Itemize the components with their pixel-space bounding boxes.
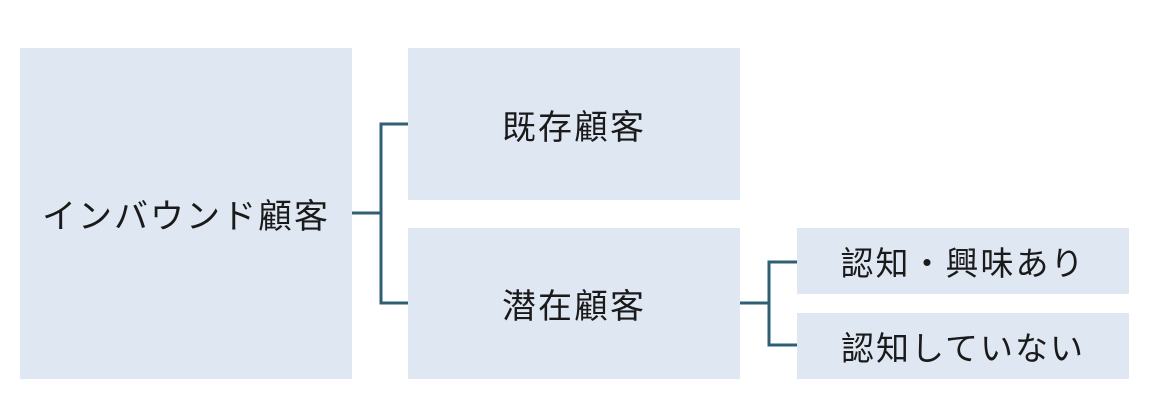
- node-aware-label: 認知・興味あり: [840, 244, 1086, 283]
- connector-potential-to-aware: [740, 260, 797, 305]
- node-potential-label: 潜在顧客: [502, 287, 646, 327]
- connector-potential-to-unaware: [767, 303, 797, 347]
- node-existing-label: 既存顧客: [502, 107, 646, 148]
- node-existing-customers: 既存顧客: [408, 48, 740, 200]
- node-aware-interested: 認知・興味あり: [797, 228, 1129, 294]
- node-unaware-label: 認知していない: [840, 329, 1085, 368]
- connector-root-to-existing: [352, 122, 408, 215]
- node-not-aware: 認知していない: [797, 313, 1129, 379]
- connector-root-to-potential: [379, 213, 408, 305]
- node-potential-customers: 潜在顧客: [408, 228, 740, 379]
- root-node-inbound-customers: インバウンド顧客: [20, 48, 352, 379]
- root-node-label: インバウンド顧客: [42, 197, 330, 237]
